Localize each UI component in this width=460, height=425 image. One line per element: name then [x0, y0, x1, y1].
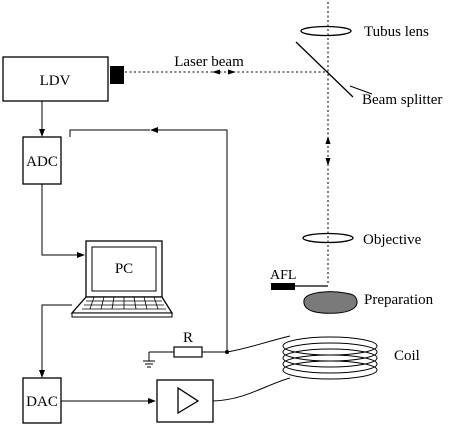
- adc-to-pc-arrow: [77, 252, 85, 258]
- laser-beam-label: Laser beam: [174, 54, 244, 70]
- coil-label: Coil: [394, 348, 420, 364]
- pc-to-dac-arrow: [39, 370, 45, 378]
- adc-to-pc-wire: [41, 184, 77, 256]
- preparation-label: Preparation: [364, 292, 434, 308]
- pc-to-dac-wire: [41, 304, 72, 370]
- dac-box: [22, 377, 62, 424]
- ldv-to-adc-arrow: [39, 129, 45, 137]
- feedback-arrow: [150, 127, 158, 133]
- tubus-lens: [300, 25, 352, 37]
- preparation-sample: [303, 291, 358, 314]
- dac-label: DAC: [26, 394, 58, 410]
- resistor-label: R: [183, 330, 193, 346]
- pc-keyboard-keys: [82, 296, 166, 310]
- afl-block: [271, 283, 295, 290]
- objective-label: Objective: [363, 232, 422, 248]
- pc-base-edge: [71, 312, 173, 318]
- beam-splitter-label: Beam splitter: [362, 92, 442, 108]
- node-to-coil-wire: [226, 335, 291, 353]
- beam-splitter-leader: [349, 85, 373, 95]
- ldv-box: [2, 56, 109, 102]
- ldv-lens: [110, 66, 124, 84]
- laser-beam-arrows: [212, 69, 331, 166]
- pc-laptop: PC: [70, 240, 174, 318]
- beam-splitter: [295, 41, 354, 98]
- amplifier-box: [156, 379, 214, 423]
- amp-to-coil-wire: [212, 377, 291, 402]
- tubus-lens-label: Tubus lens: [364, 24, 429, 40]
- amplifier-symbol: [177, 386, 200, 415]
- objective-lens: [302, 232, 354, 244]
- adc-label: ADC: [26, 154, 58, 170]
- afl-label: AFL: [270, 268, 296, 283]
- resistor: [173, 346, 203, 358]
- pc-screen: [91, 246, 157, 292]
- pc-label: PC: [115, 261, 133, 277]
- feedback-wire: [158, 129, 228, 352]
- dac-to-amp-arrow: [148, 398, 156, 404]
- feedback-wire-to-adc: [69, 129, 150, 137]
- coil: [282, 336, 378, 380]
- ldv-label: LDV: [40, 73, 71, 89]
- ground-symbol: [143, 352, 155, 368]
